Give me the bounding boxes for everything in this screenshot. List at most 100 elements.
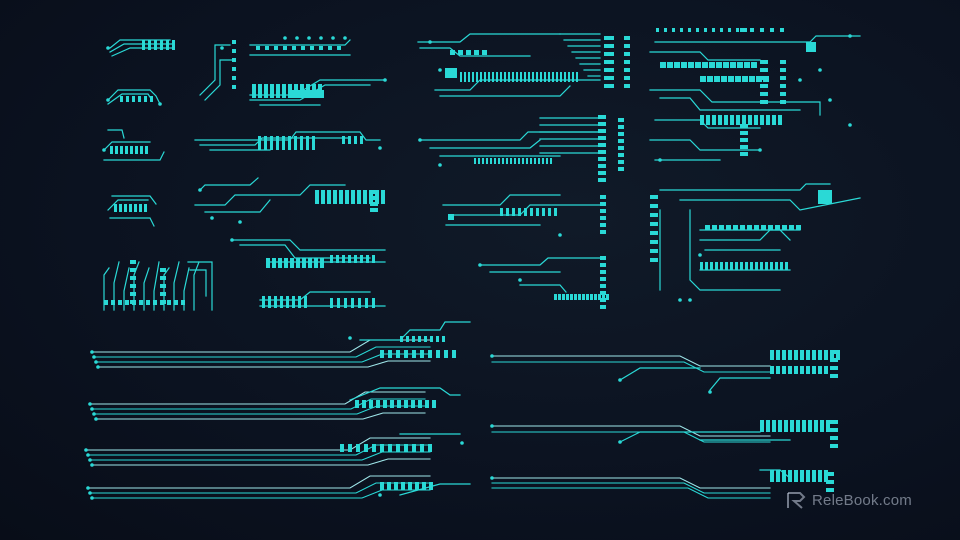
trace-line (107, 129, 125, 139)
trace-pad (160, 292, 166, 296)
trace-pad (707, 76, 713, 82)
trace-pad (716, 62, 722, 68)
trace-pad (142, 40, 145, 50)
trace-pad (444, 350, 448, 358)
trace-via (438, 68, 442, 72)
trace-via (678, 298, 682, 302)
trace-pad (466, 50, 471, 55)
trace-pad (618, 132, 624, 136)
trace-line (349, 387, 461, 401)
trace-pad (624, 60, 630, 64)
trace-pad (498, 158, 500, 164)
trace-pad (618, 153, 624, 157)
trace-pad (604, 68, 614, 72)
trace-pad (181, 300, 185, 305)
trace-line (659, 183, 831, 191)
trace-line (649, 51, 761, 61)
trace-via (378, 146, 382, 150)
trace-line (204, 59, 236, 101)
trace-pad (656, 28, 659, 32)
trace-pad (478, 158, 480, 164)
trace-line (87, 475, 431, 489)
trace-pad (265, 46, 269, 50)
trace-pad (357, 190, 361, 204)
trace-pad (650, 222, 658, 226)
trace-pad (796, 420, 800, 432)
trace-pad (104, 300, 108, 305)
trace-pad (394, 482, 398, 490)
trace-via (343, 36, 347, 40)
trace-pad (568, 72, 570, 82)
trace-pad (356, 444, 360, 452)
trace-pad (744, 62, 750, 68)
trace-pad (760, 420, 764, 432)
trace-via (106, 46, 110, 50)
trace-pad (680, 28, 683, 32)
trace-line (649, 139, 761, 151)
trace-line (679, 197, 861, 211)
trace-pad (522, 158, 524, 164)
trace-pad (830, 428, 838, 432)
trace-pad (548, 72, 550, 82)
trace-via (94, 417, 98, 421)
trace-pad (500, 208, 503, 216)
trace-pad (800, 470, 804, 482)
trace-pad (480, 72, 482, 82)
trace-pad (574, 294, 577, 300)
trace-pad (340, 444, 344, 452)
trace-pad (778, 420, 782, 432)
trace-pad (232, 40, 236, 44)
trace-pad (396, 350, 400, 358)
trace-pad (512, 208, 515, 216)
trace-line (95, 412, 426, 420)
trace-pad (720, 28, 723, 32)
trace-pad (730, 62, 736, 68)
trace-pad (742, 115, 746, 125)
trace-pad (772, 115, 776, 125)
trace-pad (404, 444, 408, 452)
trace-pad (770, 350, 774, 360)
trace-line (491, 482, 771, 494)
trace-pad (772, 420, 776, 432)
trace-pad (598, 178, 606, 182)
trace-via (818, 68, 822, 72)
trace-pad (412, 336, 415, 342)
trace-pad (298, 296, 301, 308)
trace-pad (406, 336, 409, 342)
trace-pad (146, 300, 150, 305)
trace-pad (154, 40, 157, 50)
trace-pad (700, 76, 706, 82)
trace-pad (308, 258, 312, 268)
trace-pad (290, 90, 294, 98)
trace-via (230, 238, 234, 242)
trace-pad (232, 67, 236, 71)
trace-pad (422, 482, 426, 490)
trace-pad (372, 255, 375, 263)
trace-pad (765, 262, 768, 270)
trace-pad (710, 262, 713, 270)
trace-pad (264, 84, 268, 98)
trace-pad (550, 158, 552, 164)
trace-line (107, 89, 161, 105)
trace-pad (704, 28, 707, 32)
trace-pad (740, 145, 748, 149)
trace-line (249, 39, 351, 46)
trace-line (91, 339, 431, 353)
trace-pad (360, 255, 363, 263)
trace-pad (445, 68, 457, 78)
trace-pad (598, 164, 606, 168)
trace-pad (780, 262, 783, 270)
trace-pad (166, 40, 169, 50)
trace-pad (388, 444, 392, 452)
trace-via (90, 463, 94, 467)
trace-pad (672, 28, 675, 32)
trace-pad (404, 350, 408, 358)
trace-pad (650, 258, 658, 262)
trace-pad (387, 482, 391, 490)
trace-pad (333, 190, 337, 204)
trace-pad (383, 400, 387, 408)
trace-pad (576, 72, 578, 82)
trace-line (519, 284, 567, 293)
trace-via (708, 390, 712, 394)
trace-pad (380, 350, 384, 358)
